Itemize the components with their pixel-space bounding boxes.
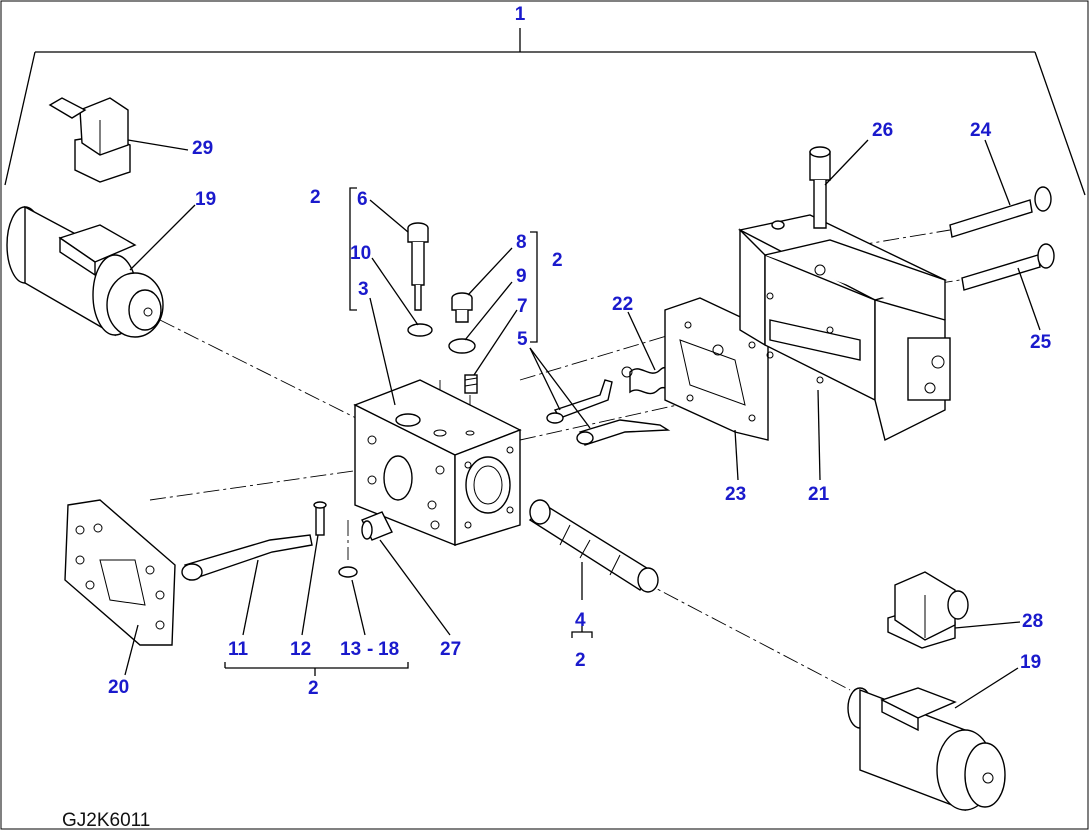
plug-8 bbox=[451, 292, 473, 323]
callout-3: 3 bbox=[358, 279, 369, 300]
callout-27: 27 bbox=[440, 639, 461, 660]
callout-24: 24 bbox=[970, 120, 992, 141]
callout-29: 29 bbox=[192, 138, 213, 159]
callout-labels: 1 29 19 2 6 10 3 8 9 7 5 2 22 26 24 25 2… bbox=[108, 4, 1052, 699]
leader-lines bbox=[124, 139, 1041, 709]
callout-19: 19 bbox=[1020, 652, 1041, 673]
callout-9: 9 bbox=[516, 266, 527, 287]
callout-23: 23 bbox=[725, 484, 746, 505]
bolt-26 bbox=[809, 146, 831, 229]
callout-10: 10 bbox=[350, 243, 371, 264]
drawing-code: GJ2K6011 bbox=[62, 810, 150, 831]
callout-18: 18 bbox=[378, 639, 399, 660]
callout-22: 22 bbox=[612, 294, 633, 315]
housing-21 bbox=[737, 214, 951, 442]
spool-4 bbox=[528, 499, 659, 593]
spring-7 bbox=[464, 374, 478, 394]
callout-5: 5 bbox=[517, 329, 528, 350]
bolt-25 bbox=[961, 243, 1055, 291]
callout-2: 2 bbox=[552, 250, 563, 271]
gasket-23 bbox=[664, 297, 769, 441]
gasket-20 bbox=[64, 499, 176, 646]
washer-9 bbox=[448, 338, 476, 354]
pin-12 bbox=[313, 501, 327, 536]
valve-body-3 bbox=[353, 379, 522, 547]
callout-28: 28 bbox=[1022, 611, 1043, 632]
callout-4: 4 bbox=[575, 610, 586, 631]
connector-28 bbox=[887, 571, 969, 649]
o-ring-10 bbox=[407, 323, 433, 337]
assembly-bracket-1 bbox=[4, 28, 1086, 196]
connector-29 bbox=[48, 97, 131, 183]
callout-7: 7 bbox=[517, 296, 528, 317]
lever-5 bbox=[546, 379, 671, 446]
callout-2: 2 bbox=[310, 187, 321, 208]
callout-2: 2 bbox=[308, 678, 319, 699]
solenoid-19-lower bbox=[847, 687, 1006, 812]
callout-6: 6 bbox=[357, 189, 368, 210]
callout-20: 20 bbox=[108, 677, 129, 698]
callout-21: 21 bbox=[808, 484, 830, 505]
plug-27 bbox=[361, 511, 393, 541]
pin-6 bbox=[407, 222, 429, 311]
callout-25: 25 bbox=[1030, 332, 1052, 353]
callout-1: 1 bbox=[515, 4, 526, 25]
callout-8: 8 bbox=[516, 232, 527, 253]
callout-26: 26 bbox=[872, 120, 893, 141]
bolt-24 bbox=[949, 186, 1052, 238]
solenoid-19-upper bbox=[6, 205, 164, 338]
callout-range-dash: - bbox=[367, 639, 373, 660]
callout-11: 11 bbox=[228, 639, 249, 660]
callout-13: 13 bbox=[340, 639, 361, 660]
shim-13-18 bbox=[338, 566, 358, 578]
callout-12: 12 bbox=[290, 639, 311, 660]
callout-19: 19 bbox=[195, 189, 216, 210]
rod-11 bbox=[181, 534, 313, 581]
callout-2: 2 bbox=[575, 650, 586, 671]
